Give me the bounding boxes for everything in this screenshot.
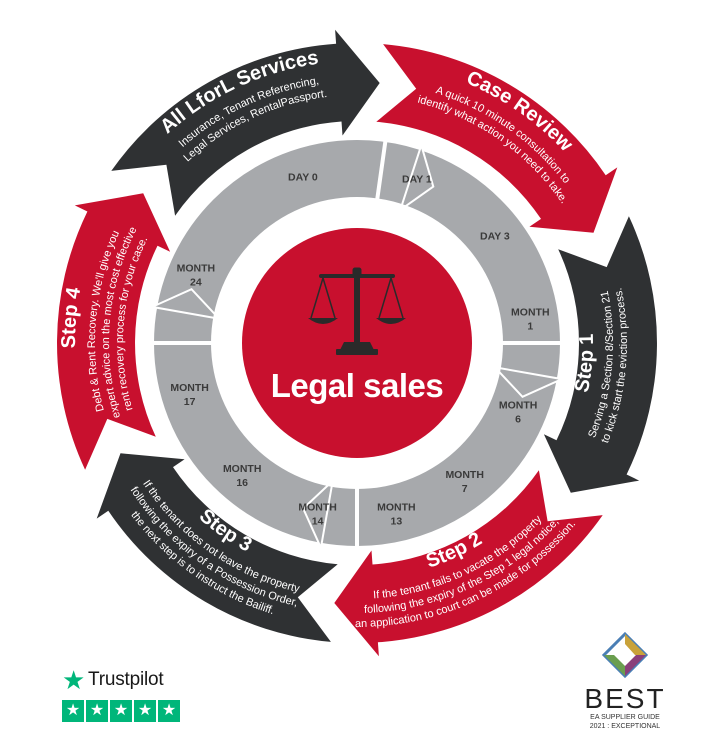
timeline-label-line: MONTH bbox=[445, 469, 484, 481]
timeline-label-line: DAY 0 bbox=[288, 172, 318, 184]
timeline-label-line: 17 bbox=[184, 396, 196, 408]
outer-segment-3 bbox=[334, 470, 603, 657]
timeline-label-line: 6 bbox=[515, 413, 521, 425]
timeline-label: MONTH 13 bbox=[377, 502, 416, 528]
timeline-label-line: MONTH bbox=[511, 307, 550, 319]
timeline-label-line: 14 bbox=[312, 516, 324, 528]
rating-star-icon: ★ bbox=[86, 700, 108, 722]
best-logo-icon bbox=[601, 631, 649, 679]
best-award-badge: BEST EA SUPPLIER GUIDE 2021 : EXCEPTIONA… bbox=[570, 631, 680, 736]
star-icon: ★ bbox=[62, 665, 86, 695]
center-title: Legal sales bbox=[271, 367, 443, 404]
timeline-label-line: 13 bbox=[391, 516, 403, 528]
timeline-arrow-icon bbox=[492, 365, 566, 399]
trustpilot-badge: ★ Trustpilot ★ ★ ★ ★ ★ bbox=[62, 665, 192, 726]
timeline-label-line: MONTH bbox=[170, 382, 209, 394]
best-line-2: 2021 : EXCEPTIONAL bbox=[589, 723, 661, 730]
timeline-label-line: MONTH bbox=[177, 263, 216, 275]
timeline-arrow-icon bbox=[148, 287, 222, 321]
timeline-label-line: 24 bbox=[190, 277, 202, 289]
outer-segment-2 bbox=[543, 216, 657, 493]
timeline-label-line: MONTH bbox=[223, 463, 262, 475]
outer-segment-1 bbox=[376, 44, 618, 233]
trustpilot-rating: ★ ★ ★ ★ ★ bbox=[62, 700, 192, 722]
timeline-label: MONTH 14 bbox=[298, 502, 337, 528]
timeline-label-line: 16 bbox=[236, 477, 248, 489]
outer-segment-5 bbox=[57, 193, 171, 470]
timeline-label: MONTH 6 bbox=[499, 399, 538, 425]
timeline-label-line: MONTH bbox=[499, 399, 538, 411]
timeline-label: MONTH 24 bbox=[177, 263, 216, 289]
timeline-label: MONTH 17 bbox=[170, 382, 209, 408]
center-hub: Legal sales bbox=[242, 228, 472, 458]
timeline-arrow-icon bbox=[301, 478, 335, 552]
segment-title: Step 1 bbox=[571, 333, 598, 394]
scales-of-justice-icon bbox=[308, 267, 406, 355]
timeline-label-line: DAY 3 bbox=[480, 230, 510, 242]
best-line-1: EA SUPPLIER GUIDE bbox=[590, 714, 660, 721]
timeline-label: MONTH 7 bbox=[445, 469, 484, 495]
timeline-label: DAY 1 bbox=[402, 174, 432, 186]
timeline-label: MONTH 16 bbox=[223, 463, 262, 489]
timeline-label: MONTH 1 bbox=[511, 307, 550, 333]
timeline-label-line: DAY 1 bbox=[402, 174, 432, 186]
timeline-arrow-icon bbox=[398, 141, 435, 213]
timeline-label-line: 7 bbox=[462, 483, 468, 495]
timeline-label-line: 1 bbox=[527, 321, 533, 333]
timeline-label-line: MONTH bbox=[298, 502, 337, 514]
rating-star-icon: ★ bbox=[134, 700, 156, 722]
outer-segment-6 bbox=[111, 29, 380, 216]
timeline-label-line: MONTH bbox=[377, 502, 416, 514]
best-word: BEST bbox=[584, 683, 666, 714]
timeline-label: DAY 0 bbox=[288, 172, 318, 184]
outer-segment-4 bbox=[96, 453, 338, 642]
trustpilot-name: Trustpilot bbox=[88, 669, 164, 690]
rating-star-icon: ★ bbox=[158, 700, 180, 722]
rating-star-icon: ★ bbox=[110, 700, 132, 722]
rating-star-icon: ★ bbox=[62, 700, 84, 722]
timeline-label: DAY 3 bbox=[480, 230, 510, 242]
